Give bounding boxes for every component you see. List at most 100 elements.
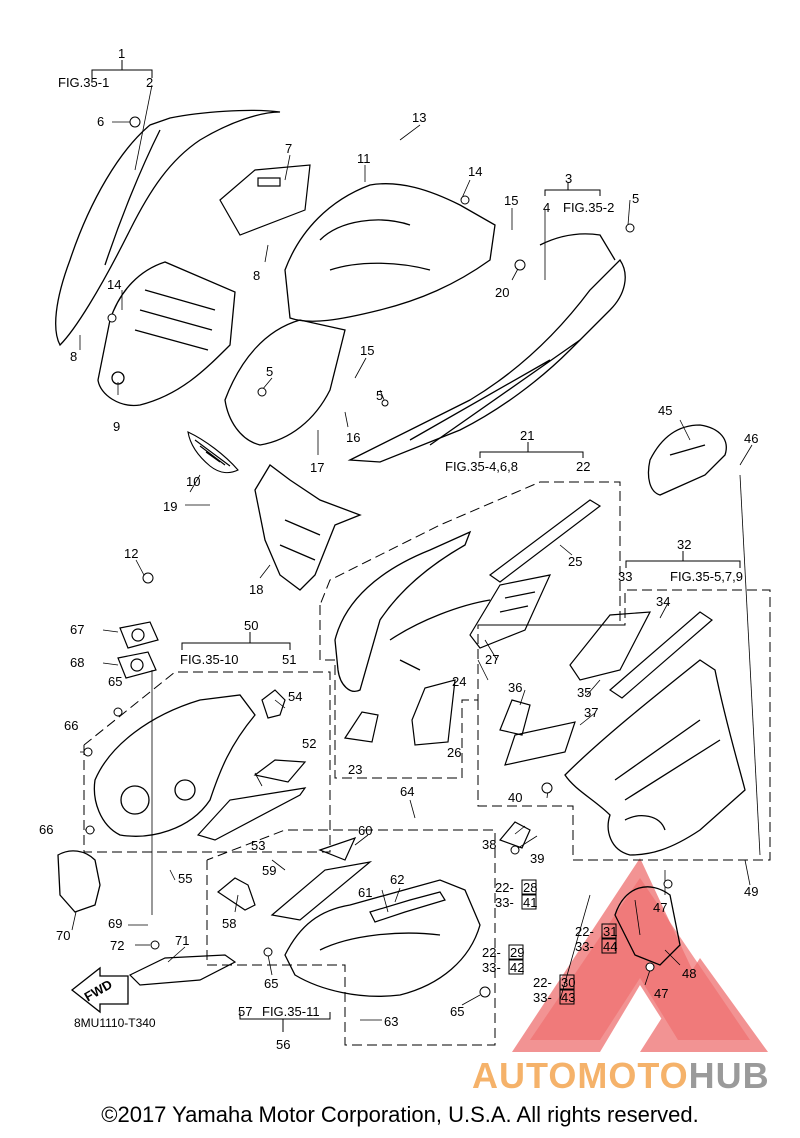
callout-15b: 15 — [360, 343, 374, 358]
pad-part-59 — [270, 861, 373, 921]
panel-part-48 — [614, 886, 681, 966]
group-box-21 — [319, 481, 621, 779]
pad-part-26 — [411, 679, 456, 746]
callout-68: 68 — [70, 655, 84, 670]
pad-part-23 — [343, 711, 379, 743]
cover-part-51 — [93, 694, 256, 837]
callout-48: 48 — [682, 966, 696, 981]
callout-6: 6 — [97, 114, 104, 129]
callout-9: 9 — [113, 419, 120, 434]
sub-ref-29: 29 — [510, 945, 524, 960]
callout-13: 13 — [412, 110, 426, 125]
sub-ref-22c: 22- — [533, 975, 552, 990]
sub-ref-labels: 22- 28 33- 41 22- 29 33- 42 22- 30 33- 4… — [482, 880, 617, 1005]
strip-part-53 — [196, 787, 307, 841]
callout-54: 54 — [288, 689, 302, 704]
callout-69: 69 — [108, 916, 122, 931]
callout-46: 46 — [744, 431, 758, 446]
group-box-50 — [83, 671, 331, 853]
sub-ref-22b: 22- — [482, 945, 501, 960]
watermark-text: AUTOMOTOHUB — [472, 1055, 770, 1097]
callout-24: 24 — [452, 674, 466, 689]
gasket-part-68 — [117, 651, 157, 679]
callouts: 1 FIG.35-1 2 6 7 13 11 14 3 4 FIG.35-2 5… — [39, 46, 758, 1052]
callout-60: 60 — [358, 823, 372, 838]
callout-1: 1 — [118, 46, 125, 61]
fwd-arrow-icon — [70, 966, 129, 1014]
callout-65b: 65 — [264, 976, 278, 991]
sub-ref-30: 30 — [561, 975, 575, 990]
sub-ref-42: 42 — [510, 960, 524, 975]
callout-5b: 5 — [266, 364, 273, 379]
watermark-part1: AUTOMOTO — [472, 1055, 689, 1096]
callout-20: 20 — [495, 285, 509, 300]
center-cowl-part-11 — [284, 183, 496, 322]
callout-39: 39 — [530, 851, 544, 866]
clip-part-54 — [261, 689, 286, 719]
callout-32: 32 — [677, 537, 691, 552]
side-cover-part-24 — [334, 530, 491, 692]
callout-14a: 14 — [468, 164, 482, 179]
callout-27: 27 — [485, 652, 499, 667]
callout-51: 51 — [282, 652, 296, 667]
callout-34: 34 — [656, 594, 670, 609]
callout-64: 64 — [400, 784, 414, 799]
sub-ref-33d: 33- — [575, 939, 594, 954]
sub-ref-44: 44 — [603, 939, 617, 954]
callout-11: 11 — [357, 151, 371, 166]
callout-33: 33 — [618, 569, 632, 584]
callout-62: 62 — [390, 872, 404, 887]
callout-4: 4 — [543, 200, 550, 215]
bracket-part-58 — [216, 877, 256, 911]
callout-70: 70 — [56, 928, 70, 943]
callout-5c: 5 — [376, 388, 383, 403]
callout-40: 40 — [508, 790, 522, 805]
callout-66a: 66 — [64, 718, 78, 733]
panel-part-7 — [219, 164, 311, 236]
sub-ref-33a: 33- — [495, 895, 514, 910]
fig-ref-56: FIG.35-11 — [262, 1004, 320, 1019]
callout-8b: 8 — [70, 349, 77, 364]
callout-47b: 47 — [654, 986, 668, 1001]
callout-47a: 47 — [653, 900, 667, 915]
bracket-part-18 — [254, 464, 362, 591]
ref-brackets — [91, 60, 741, 1032]
callout-71: 71 — [175, 933, 189, 948]
lower-cowl-part-10 — [224, 319, 346, 446]
callout-65a: 65 — [108, 674, 122, 689]
bracket-part-38 — [498, 821, 531, 849]
callout-2: 2 — [146, 75, 153, 90]
cover-part-45 — [647, 424, 727, 496]
callout-26: 26 — [447, 745, 461, 760]
sub-ref-41: 41 — [523, 895, 537, 910]
pad-part-27 — [469, 574, 552, 649]
watermark-triangle — [512, 858, 768, 1052]
sub-ref-22d: 22- — [575, 924, 594, 939]
callout-55: 55 — [178, 871, 192, 886]
leader-lines — [71, 84, 761, 1021]
callout-67: 67 — [70, 622, 84, 637]
strip-part-62 — [369, 891, 446, 923]
callout-8a: 8 — [253, 268, 260, 283]
watermark-part2: HUB — [688, 1055, 770, 1096]
callout-56: 56 — [276, 1037, 290, 1052]
callout-61: 61 — [358, 885, 372, 900]
callout-49: 49 — [744, 884, 758, 899]
callout-18: 18 — [249, 582, 263, 597]
sub-ref-33b: 33- — [482, 960, 501, 975]
pad-part-52 — [253, 759, 307, 783]
callout-38: 38 — [482, 837, 496, 852]
sub-ref-43: 43 — [561, 990, 575, 1005]
callout-5a: 5 — [632, 191, 639, 206]
fasteners — [83, 116, 673, 998]
callout-52: 52 — [302, 736, 316, 751]
callout-50: 50 — [244, 618, 258, 633]
callout-72: 72 — [110, 938, 124, 953]
sub-ref-22a: 22- — [495, 880, 514, 895]
callout-59: 59 — [262, 863, 276, 878]
group-box-32 — [477, 589, 771, 861]
vent-grill-part-10 — [187, 431, 239, 474]
duct-part-71 — [128, 954, 237, 986]
callout-65c: 65 — [450, 1004, 464, 1019]
pad-part-37 — [504, 721, 576, 766]
